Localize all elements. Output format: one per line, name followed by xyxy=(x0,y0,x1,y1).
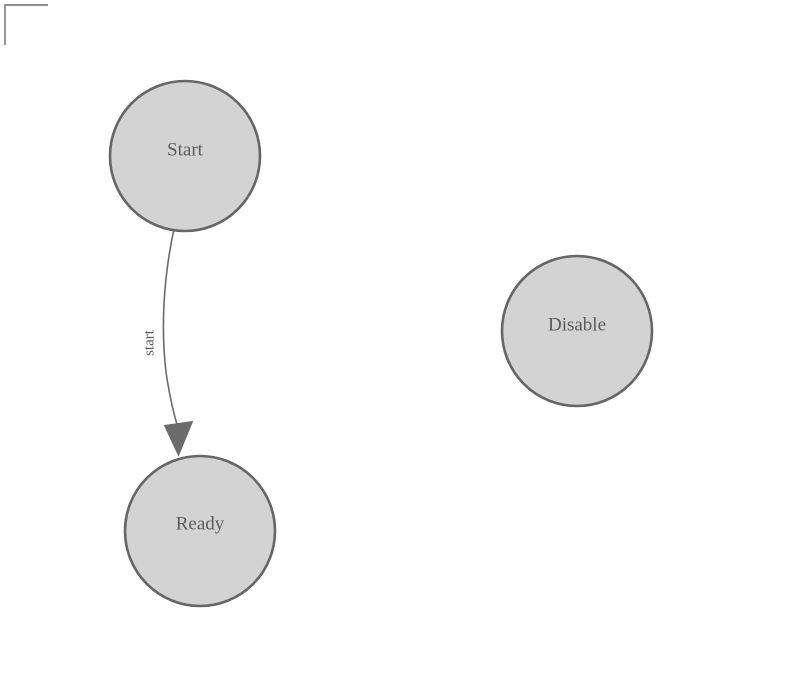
node-ready-label: Ready xyxy=(176,513,225,534)
node-disable[interactable]: Disable xyxy=(500,254,654,408)
node-ready[interactable]: Ready xyxy=(123,454,277,608)
canvas-corner-bracket-icon xyxy=(4,4,48,45)
edge-path-start-to-ready xyxy=(162,228,179,429)
node-disable-shape xyxy=(500,254,654,408)
node-disable-label: Disable xyxy=(548,314,606,335)
edge-label-start: start xyxy=(141,329,157,356)
node-start-shape xyxy=(108,79,262,233)
node-start[interactable]: Start xyxy=(108,79,262,233)
edge-start-to-ready[interactable]: start xyxy=(141,228,194,457)
node-start-label: Start xyxy=(167,139,204,160)
arrowhead-icon xyxy=(163,420,194,457)
node-ready-shape xyxy=(123,454,277,608)
